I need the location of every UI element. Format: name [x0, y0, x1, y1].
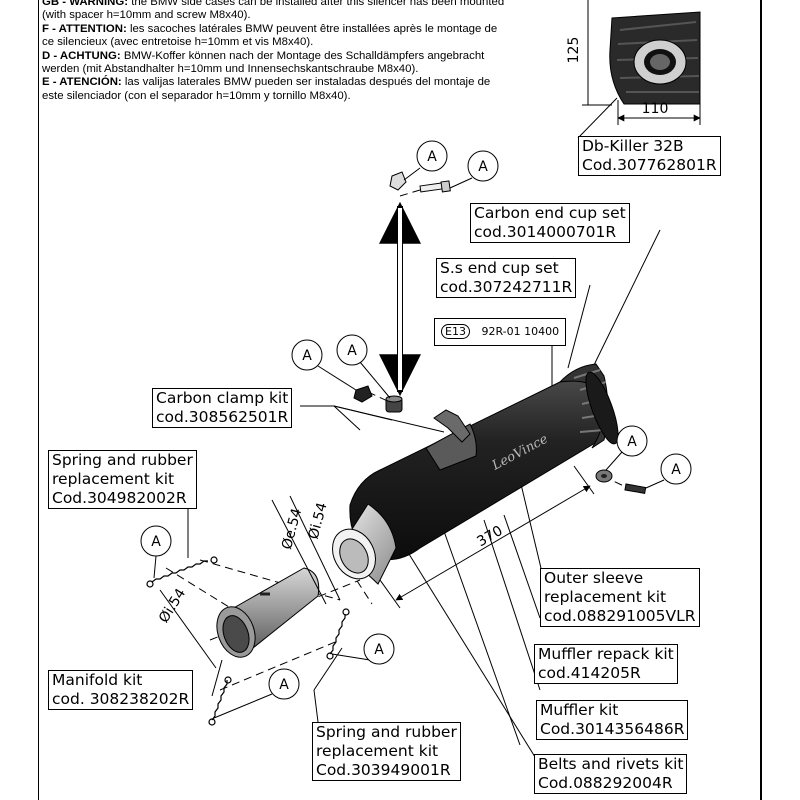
- callout-a-8: A: [331, 633, 395, 665]
- db-killer-leader: [577, 97, 618, 139]
- frame-left-line: [38, 0, 39, 800]
- label-spring-rubber-2-line2: replacement kit: [316, 742, 439, 760]
- label-muffler: Muffler kit Cod.3014356486R: [536, 700, 689, 740]
- clamp-hardware: [353, 385, 403, 413]
- label-belts-rivets-name: Belts and rivets kit: [538, 755, 684, 773]
- homologation-code: 92R-01 10400: [481, 325, 560, 338]
- diameter-outer-value: Øe.54: [279, 507, 305, 552]
- label-ss-end-cup-name: S.s end cup set: [440, 259, 559, 277]
- warning-f-prefix: F - ATTENTION:: [42, 22, 127, 35]
- callouts-a: A A A A A: [140, 140, 692, 719]
- label-manifold-name: Manifold kit: [52, 671, 143, 689]
- springs: [146, 556, 350, 726]
- hardware-top: [389, 171, 451, 193]
- diameter-inner-cone-value: Øi.54: [306, 501, 331, 541]
- manifold-pipe: [216, 567, 320, 658]
- warning-e-text: las valijas laterales BMW pueden ser ins…: [42, 76, 491, 102]
- frame-right-line: [760, 0, 762, 800]
- inlet-cone: [332, 503, 397, 585]
- length-dim-value: 370: [474, 523, 505, 550]
- label-spring-rubber-2-code: Cod.303949001R: [316, 761, 451, 779]
- label-outer-sleeve-line2: replacement kit: [544, 588, 667, 606]
- svg-text:A: A: [478, 159, 488, 175]
- svg-text:A: A: [151, 534, 161, 550]
- warning-d-prefix: D - ACHTUNG:: [42, 49, 121, 62]
- label-carbon-end-cup: Carbon end cup set cod.3014000701R: [470, 203, 630, 243]
- label-muffler-repack-code: cod.414205R: [538, 664, 641, 682]
- label-manifold-code: cod. 308238202R: [52, 690, 190, 708]
- callout-a-2: A: [449, 150, 499, 189]
- svg-text:A: A: [374, 642, 384, 658]
- label-spring-rubber-1-line2: replacement kit: [52, 470, 175, 488]
- svg-text:A: A: [427, 149, 437, 165]
- callout-a-6: A: [645, 453, 692, 489]
- label-outer-sleeve-code: cod.088291005VLR: [544, 607, 696, 625]
- label-carbon-clamp: Carbon clamp kit cod.308562501R: [152, 388, 293, 428]
- callout-a-9: A: [213, 668, 300, 719]
- label-carbon-end-cup-code: cod.3014000701R: [474, 223, 617, 241]
- label-spring-rubber-2: Spring and rubber replacement kit Cod.30…: [312, 722, 461, 781]
- length-dimension: [379, 465, 595, 609]
- warning-gb-text: the BMW side cases can be installed afte…: [42, 0, 505, 22]
- warning-d-text: BMW-Koffer können nach der Montage des S…: [42, 49, 485, 76]
- label-muffler-code: Cod.3014356486R: [540, 720, 685, 738]
- callout-a-4: A: [336, 334, 391, 399]
- label-ss-end-cup-code: cod.307242711R: [440, 278, 573, 296]
- warning-gb: GB - WARNING: the BMW side cases can be …: [42, 0, 512, 23]
- hardware-right: [595, 469, 647, 494]
- label-manifold: Manifold kit cod. 308238202R: [48, 670, 194, 710]
- db-killer-detail: [609, 11, 701, 105]
- label-spring-rubber-1: Spring and rubber replacement kit Cod.30…: [48, 450, 197, 509]
- callout-a-7: A: [140, 525, 172, 579]
- label-muffler-repack-name: Muffler repack kit: [538, 645, 674, 663]
- diameter-dim-line-c: [159, 589, 217, 669]
- label-db-killer: Db-Killer 32B Cod.307762801R: [578, 136, 721, 176]
- height-dim-value: 125: [566, 37, 582, 64]
- warning-text-block: GB - WARNING: the BMW side cases can be …: [42, 0, 512, 103]
- label-db-killer-code: Cod.307762801R: [582, 156, 717, 174]
- homologation-mark: E13: [441, 324, 470, 339]
- label-belts-rivets-code: Cod.088292004R: [538, 774, 673, 792]
- label-homologation: E13 92R-01 10400: [434, 318, 567, 346]
- diameter-dim-line-a: [289, 495, 341, 601]
- label-outer-sleeve-line1: Outer sleeve: [544, 569, 644, 587]
- warning-e-prefix: E - ATENCIÓN:: [42, 76, 122, 89]
- label-carbon-end-cup-name: Carbon end cup set: [474, 204, 626, 222]
- warning-f: F - ATTENTION: les sacoches latérales BM…: [42, 23, 512, 50]
- svg-text:A: A: [627, 434, 637, 450]
- callout-a-1: A: [403, 140, 448, 181]
- callout-a-3: A: [291, 339, 357, 391]
- label-spring-rubber-2-line1: Spring and rubber: [316, 723, 457, 741]
- label-spring-rubber-1-line1: Spring and rubber: [52, 451, 193, 469]
- label-carbon-clamp-name: Carbon clamp kit: [156, 389, 289, 407]
- warning-d: D - ACHTUNG: BMW-Koffer können nach der …: [42, 50, 512, 77]
- callout-a-5: A: [605, 425, 648, 471]
- svg-text:A: A: [279, 677, 289, 693]
- svg-text:A: A: [347, 343, 357, 359]
- warning-f-text: les sacoches latérales BMW peuvent être …: [42, 22, 498, 49]
- svg-text:A: A: [671, 462, 681, 478]
- label-muffler-name: Muffler kit: [540, 701, 619, 719]
- label-carbon-clamp-code: cod.308562501R: [156, 408, 289, 426]
- width-dim-value: 110: [642, 101, 669, 117]
- svg-text:A: A: [302, 348, 312, 364]
- label-outer-sleeve: Outer sleeve replacement kit cod.0882910…: [540, 568, 700, 627]
- label-muffler-repack: Muffler repack kit cod.414205R: [534, 644, 678, 684]
- warning-e: E - ATENCIÓN: las valijas laterales BMW …: [42, 76, 512, 103]
- label-belts-rivets: Belts and rivets kit Cod.088292004R: [534, 754, 688, 794]
- warning-gb-prefix: GB - WARNING:: [42, 0, 129, 8]
- label-ss-end-cup: S.s end cup set cod.307242711R: [436, 258, 577, 298]
- label-db-killer-name: Db-Killer 32B: [582, 137, 684, 155]
- diameter-dim-line-b: [271, 499, 327, 605]
- label-spring-rubber-1-code: Cod.304982002R: [52, 489, 187, 507]
